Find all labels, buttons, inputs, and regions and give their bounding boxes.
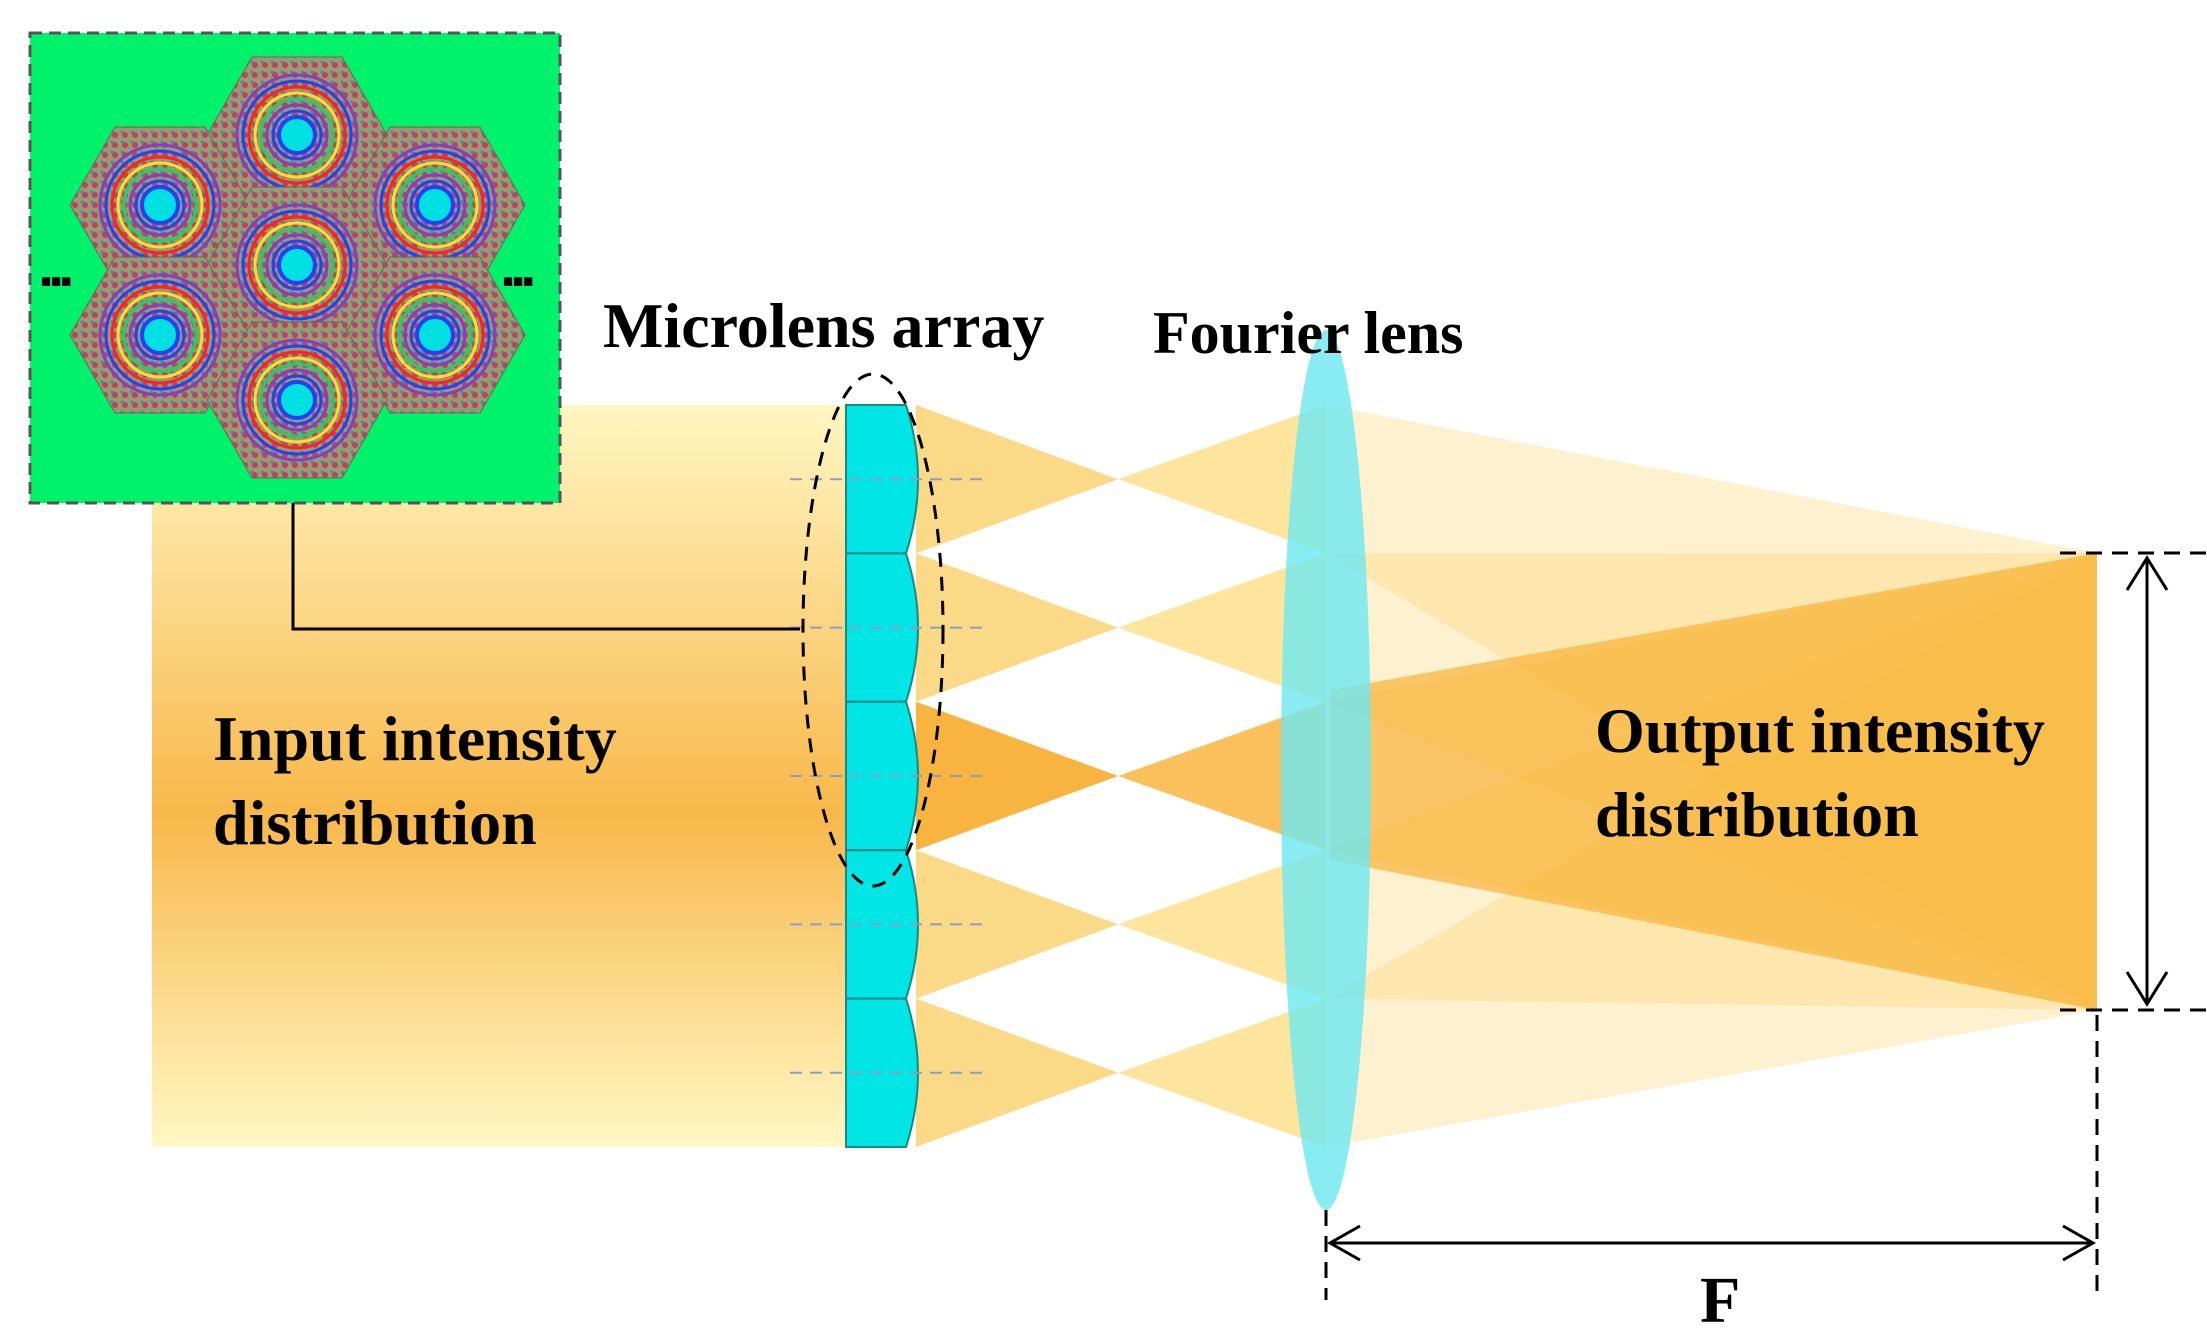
inset-ring	[104, 279, 216, 391]
inset-ring	[409, 179, 461, 231]
output-intensity-label-line2: distribution	[1595, 779, 1919, 850]
inset-ring	[391, 161, 479, 249]
output-intensity-region	[1330, 553, 2097, 1010]
inset-ring	[265, 368, 329, 432]
input-intensity-label-line2: distribution	[213, 787, 537, 858]
inset-ring	[259, 362, 335, 438]
inset-ring	[379, 279, 491, 391]
inset-ring	[403, 173, 467, 237]
inset-ring	[403, 303, 467, 367]
inset-ring	[391, 291, 479, 379]
inset-ring	[134, 309, 186, 361]
inset-ring	[397, 297, 473, 373]
lenslet-converging-beam	[916, 553, 1118, 702]
output-intensity-label-line1: Output intensity	[1595, 695, 2045, 766]
inset-ring	[409, 309, 461, 361]
inset-ring	[122, 167, 198, 243]
inset-ring-center	[277, 115, 317, 155]
inset-ring	[265, 103, 329, 167]
microlens-highlight-ellipse	[801, 372, 945, 888]
inset-ring	[259, 97, 335, 173]
inset-ring	[373, 273, 497, 397]
inset-ring	[247, 85, 347, 185]
lenslet-diverging-beam	[1118, 850, 1326, 999]
lenslet-diverging-beam	[1118, 405, 1326, 554]
inset-ring	[98, 273, 222, 397]
inset-ring	[247, 215, 347, 315]
inset-ring-center	[415, 185, 455, 225]
inset-ring	[253, 91, 341, 179]
lenslet-diverging-beam	[1118, 553, 1326, 702]
inset-connector-line	[291, 503, 800, 631]
inset-ring-center	[415, 315, 455, 355]
inset-ellipsis-right: ...	[500, 234, 536, 299]
inset-ring	[385, 155, 485, 255]
inset-ring-center	[277, 380, 317, 420]
focal-length-label: F	[1700, 1264, 1741, 1337]
inset-ring	[122, 297, 198, 373]
inset-hexagon-array	[69, 56, 526, 479]
inset-ring	[110, 285, 210, 385]
inset-ring-center	[277, 245, 317, 285]
inset-ring	[253, 356, 341, 444]
fourier-lens-label: Fourier lens	[1153, 300, 1464, 366]
inset-ring	[271, 109, 323, 161]
inset-ellipsis-left: ...	[38, 234, 74, 299]
inset-ring	[134, 179, 186, 231]
inset-ring	[247, 350, 347, 450]
inset-ring	[235, 338, 359, 462]
inset-ring	[271, 374, 323, 426]
lenslet-axis-lines	[790, 478, 990, 1074]
lenslet-diverging-beam	[1118, 701, 1326, 851]
input-intensity-label-line1: Input intensity	[213, 703, 617, 774]
inset-ring	[128, 173, 192, 237]
output-size-dimension	[2060, 551, 2207, 1012]
microlens-array-label: Microlens array	[603, 290, 1045, 361]
inset-ring	[116, 291, 204, 379]
inset-ring	[110, 155, 210, 255]
inset-ring-center	[140, 185, 180, 225]
input-beam	[152, 405, 846, 1147]
lenslet-diverging-beam	[1118, 998, 1326, 1147]
inset-ring	[116, 161, 204, 249]
lenslet-converging-beam	[916, 998, 1118, 1147]
inset-ring	[241, 209, 353, 321]
inset-ring	[385, 285, 485, 385]
inset-ring-center	[140, 315, 180, 355]
inset-ring	[253, 221, 341, 309]
inset-ring	[259, 227, 335, 303]
inset-ring	[271, 239, 323, 291]
lenslet-converging-beam	[916, 701, 1118, 851]
inset-ring	[265, 233, 329, 297]
inset-phase-pattern	[28, 31, 562, 505]
inset-ring	[128, 303, 192, 367]
inset-ring	[397, 167, 473, 243]
lenslet-converging-beam	[916, 850, 1118, 999]
focal-length-dimension	[1324, 1015, 2099, 1300]
inset-ring	[241, 344, 353, 456]
lenslet-converging-beam	[916, 405, 1118, 554]
fourier-lens	[1281, 330, 1371, 1210]
lenslet-beams	[916, 405, 1326, 1147]
